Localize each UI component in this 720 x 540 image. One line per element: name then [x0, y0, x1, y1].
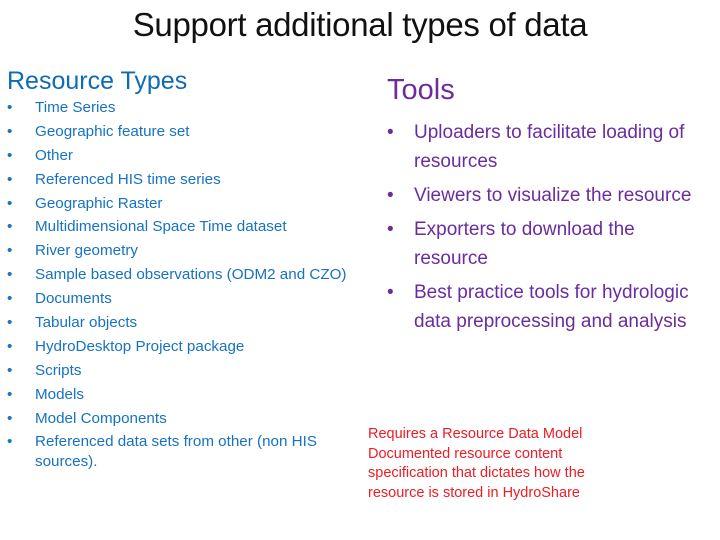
list-item: • Other	[7, 146, 352, 166]
bullet-icon: •	[7, 266, 13, 284]
list-item: • Geographic feature set	[7, 122, 352, 142]
note-line: specification that dictates how the	[368, 465, 585, 481]
tools-section: Tools • Uploaders to facilitate loading o…	[387, 72, 707, 341]
list-item: • Models	[7, 385, 352, 405]
list-item-label: Viewers to visualize the resource	[414, 185, 692, 206]
bullet-icon: •	[387, 185, 394, 206]
list-item: • Uploaders to facilitate loading of reso…	[387, 118, 707, 176]
tools-heading: Tools	[387, 74, 455, 106]
list-item: • Documents	[7, 289, 352, 309]
bullet-icon: •	[7, 337, 13, 355]
bullet-icon: •	[7, 314, 13, 332]
list-item-label: Multidimensional Space Time dataset	[35, 218, 287, 236]
bullet-icon: •	[7, 290, 13, 308]
list-item-label: Exporters to download the resource	[414, 219, 635, 269]
list-item-label: Sample based observations (ODM2 and CZO)	[35, 266, 347, 284]
resource-types-section: Resource Types • Time Series • Geographic …	[7, 66, 352, 476]
bullet-icon: •	[7, 361, 13, 379]
list-item-label: Scripts	[35, 361, 82, 379]
bullet-icon: •	[7, 409, 13, 427]
bullet-icon: •	[7, 194, 13, 212]
list-item-label: Time Series	[35, 99, 116, 116]
list-item: • Viewers to visualize the resource	[387, 181, 707, 210]
note-line: Requires a Resource Data Model	[368, 426, 583, 442]
bullet-icon: •	[387, 282, 394, 303]
list-item-label: Documents	[35, 290, 112, 308]
list-item-label: River geometry	[35, 242, 138, 260]
list-item-label: Geographic feature set	[35, 122, 190, 140]
list-item-label: Referenced data sets from other (non HIS…	[35, 433, 317, 471]
bullet-icon: •	[7, 433, 13, 451]
bullet-icon: •	[387, 219, 394, 240]
list-item-label: Models	[35, 385, 84, 403]
list-item: • HydroDesktop Project package	[7, 337, 352, 357]
bullet-icon: •	[387, 122, 394, 143]
list-item: • Referenced data sets from other (non HI…	[7, 432, 352, 471]
list-item: • Referenced HIS time series	[7, 170, 352, 190]
list-item-label: Model Components	[35, 409, 167, 427]
list-item: • Tabular objects	[7, 313, 352, 333]
list-item: • Multidimensional Space Time dataset	[7, 217, 352, 237]
list-item-label: Other	[35, 146, 73, 164]
list-item: • Scripts	[7, 361, 352, 381]
list-item-label: Tabular objects	[35, 314, 138, 332]
note-line: resource is stored in HydroShare	[368, 484, 580, 501]
resource-types-list: • Time Series • Geographic feature set • Ot…	[7, 98, 352, 472]
bullet-icon: •	[7, 242, 13, 260]
note-line: Documented resource content	[368, 445, 563, 462]
bullet-icon: •	[7, 218, 13, 236]
list-item: • River geometry	[7, 241, 352, 261]
bullet-icon: •	[7, 170, 13, 188]
bullet-icon: •	[7, 99, 13, 116]
bullet-icon: •	[7, 122, 13, 140]
list-item-label: HydroDesktop Project package	[35, 337, 245, 355]
list-item: • Geographic Raster	[7, 194, 352, 214]
list-item-label: Referenced HIS time series	[35, 170, 221, 188]
list-item: • Sample based observations (ODM2 and CZO…	[7, 265, 352, 285]
resource-types-heading: Resource Types	[7, 67, 188, 95]
list-item-label: Best practice tools for hydrologic data …	[414, 282, 689, 332]
list-item: • Exporters to download the resource	[387, 215, 707, 273]
list-item: • Best practice tools for hydrologic data…	[387, 278, 707, 336]
list-item: • Model Components	[7, 409, 352, 429]
list-item-label: Geographic Raster	[35, 194, 163, 212]
bullet-icon: •	[7, 385, 13, 403]
list-item: • Time Series	[7, 98, 352, 118]
requirements-note: Requires a Resource Data Model Documente…	[368, 425, 648, 503]
slide-title: Support additional types of data	[132, 6, 588, 43]
tools-list: • Uploaders to facilitate loading of reso…	[387, 118, 707, 336]
bullet-icon: •	[7, 146, 13, 164]
list-item-label: Uploaders to facilitate loading of resou…	[414, 122, 685, 172]
